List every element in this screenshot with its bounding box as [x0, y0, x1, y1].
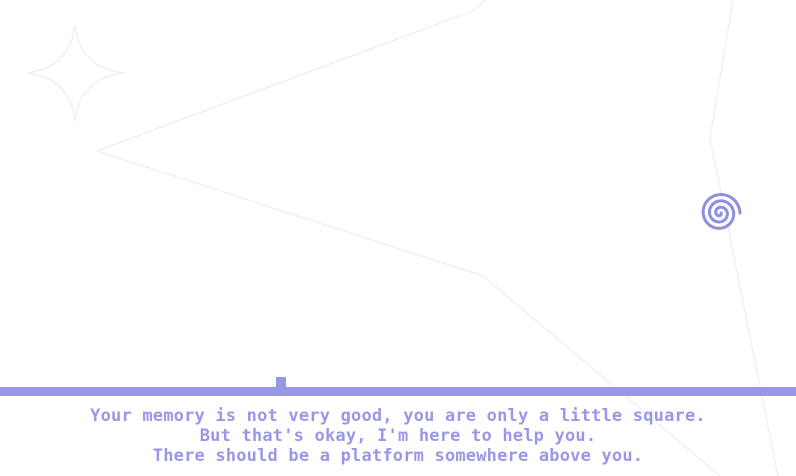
ground-platform — [0, 387, 796, 396]
dialog-line-1: Your memory is not very good, you are on… — [90, 406, 706, 426]
background-line-shape — [95, 0, 779, 476]
spiral-portal-icon[interactable] — [697, 190, 743, 236]
dialog-text: Your memory is not very good, you are on… — [0, 406, 796, 466]
dialog-line-3: There should be a platform somewhere abo… — [152, 446, 644, 466]
dialog-line-2: But that's okay, I'm here to help you. — [199, 426, 597, 446]
four-point-star-icon — [26, 24, 125, 122]
player-square[interactable] — [276, 377, 286, 387]
